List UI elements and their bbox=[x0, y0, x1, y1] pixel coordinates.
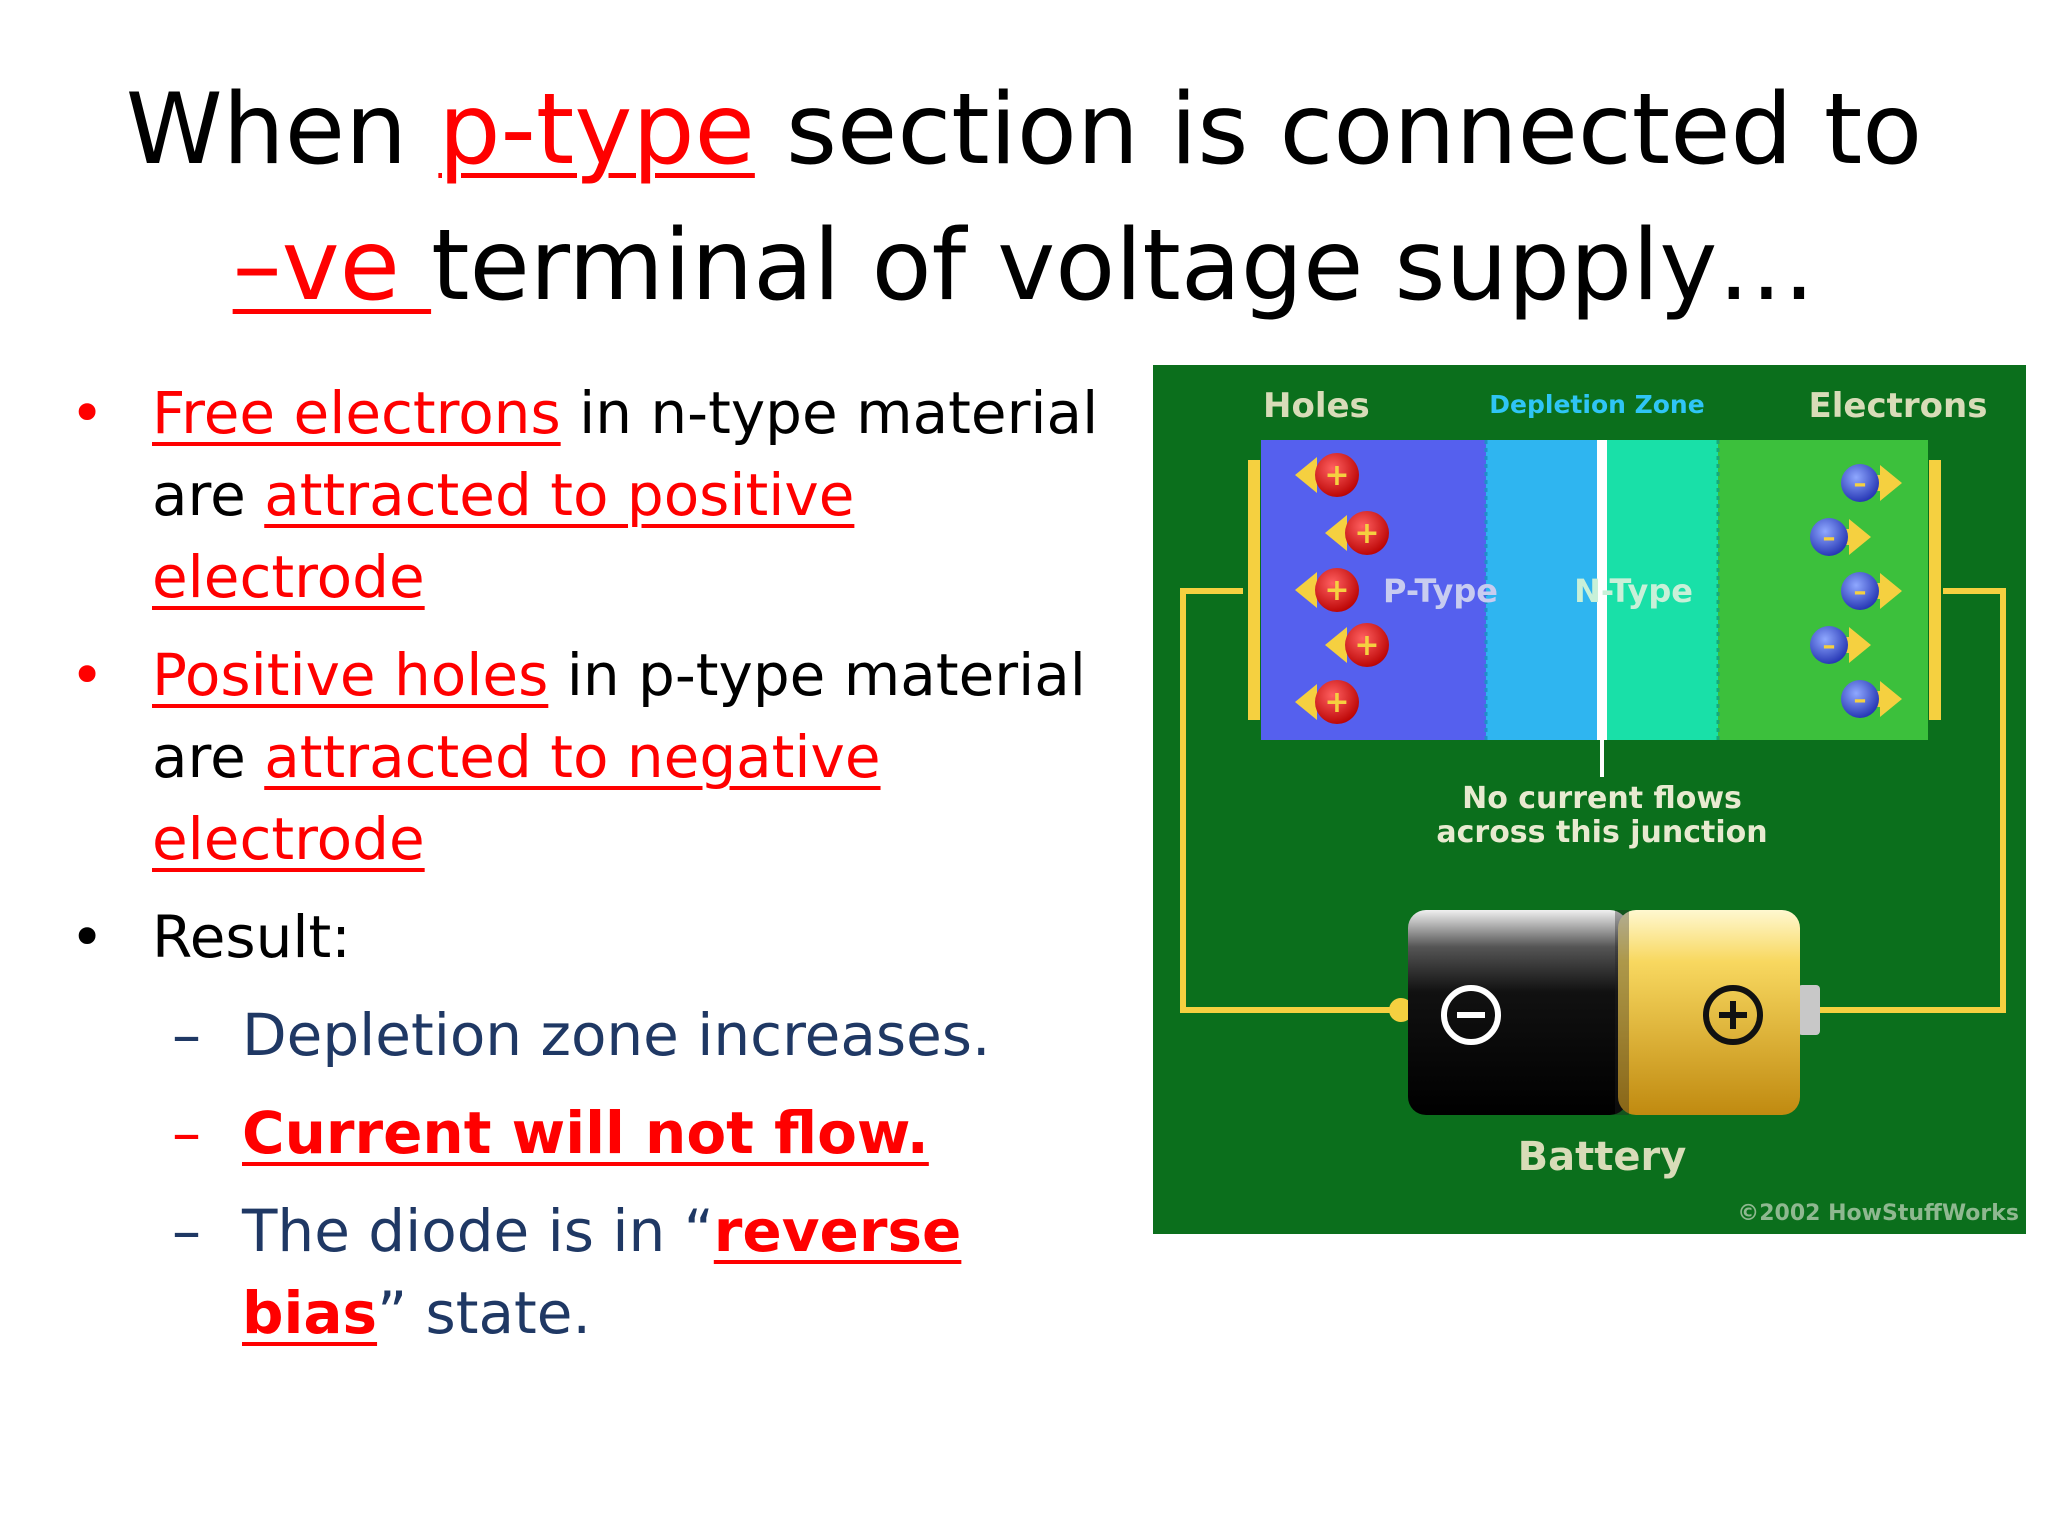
no-current-note-line-1: No current flows bbox=[1462, 781, 1742, 816]
minus-sign: – bbox=[1854, 469, 1867, 499]
hole-plus-signs: + + + + + bbox=[1324, 458, 1379, 720]
electrons-label: Electrons bbox=[1809, 386, 1988, 426]
bullet-positive-holes: • Positive holes in p-type material are … bbox=[70, 634, 1110, 880]
minus-sign: – bbox=[1854, 685, 1867, 715]
n-type-label: N-Type bbox=[1574, 572, 1693, 610]
minus-circle-icon bbox=[1441, 985, 1501, 1045]
sub-bullet-dash: – bbox=[172, 1001, 201, 1069]
right-electrode bbox=[1929, 460, 1941, 720]
bullet-list: • Free electrons in n-type material are … bbox=[70, 372, 1110, 1370]
no-current-note-line-2: across this junction bbox=[1436, 815, 1767, 850]
title-line-1: When p-type section is connected to bbox=[125, 73, 1923, 187]
plus-sign: + bbox=[1354, 628, 1379, 663]
right-wire bbox=[1803, 588, 2006, 1013]
left-electrode bbox=[1248, 460, 1260, 720]
sub-bullet-dash: – bbox=[172, 1099, 201, 1167]
bullet-dot: • bbox=[70, 641, 105, 709]
plus-sign: + bbox=[1324, 458, 1349, 493]
battery bbox=[1389, 910, 1820, 1115]
plus-sign: + bbox=[1324, 573, 1349, 608]
p-type-label: P-Type bbox=[1383, 572, 1498, 610]
sub-bullet-dash: – bbox=[172, 1197, 201, 1265]
left-wire bbox=[1180, 588, 1401, 1013]
slide-title: When p-type section is connected to –ve … bbox=[0, 62, 2048, 334]
depletion-zone-p bbox=[1486, 440, 1603, 740]
sub-bullet-depletion: – Depletion zone increases. bbox=[70, 994, 1110, 1076]
bullet-result: • Result: bbox=[70, 896, 1110, 978]
battery-left-contact bbox=[1389, 998, 1413, 1022]
holes-label: Holes bbox=[1263, 386, 1370, 426]
battery-label: Battery bbox=[1518, 1134, 1687, 1180]
minus-sign: – bbox=[1823, 523, 1836, 553]
depletion-zone-n bbox=[1603, 440, 1718, 740]
junction-line bbox=[1597, 440, 1607, 740]
bullet-free-electrons: • Free electrons in n-type material are … bbox=[70, 372, 1110, 618]
title-ptype: p-type bbox=[438, 73, 755, 187]
battery-terminal-nub bbox=[1798, 985, 1820, 1035]
plus-sign: + bbox=[1354, 516, 1379, 551]
title-ve: –ve bbox=[232, 209, 432, 323]
bullet-dot: • bbox=[70, 379, 105, 447]
plus-circle-icon bbox=[1703, 985, 1763, 1045]
sub-bullet-current: – Current will not flow. bbox=[70, 1092, 1110, 1174]
minus-sign: – bbox=[1854, 577, 1867, 607]
battery-negative-half bbox=[1408, 910, 1628, 1115]
title-line-2: –ve terminal of voltage supply… bbox=[232, 209, 1816, 323]
battery-seam bbox=[1615, 910, 1629, 1115]
sub-bullet-reverse-bias: – The diode is in “reverse bias” state. bbox=[70, 1190, 1110, 1354]
plus-sign: + bbox=[1324, 685, 1349, 720]
copyright-text: ©2002 HowStuffWorks bbox=[1737, 1201, 2019, 1226]
diode-reverse-bias-diagram: + + + + + – – – – – Holes Depletion Zone… bbox=[1153, 365, 2026, 1234]
bullet-dot: • bbox=[70, 903, 105, 971]
electron-minus-signs: – – – – – bbox=[1823, 469, 1867, 715]
minus-sign: – bbox=[1823, 631, 1836, 661]
depletion-zone-label: Depletion Zone bbox=[1489, 390, 1704, 419]
